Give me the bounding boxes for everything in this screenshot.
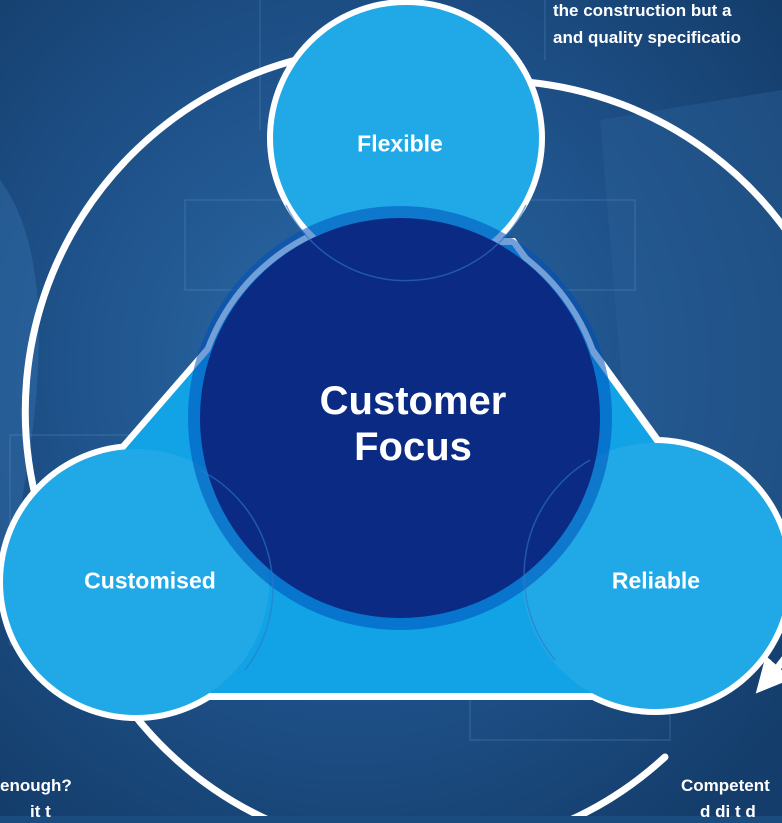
- overlap-edges: [199, 204, 591, 671]
- petal-label-customised: Customised: [84, 567, 216, 594]
- arrow-top-to-right: [522, 78, 782, 694]
- bg-text-bottom-left-2: it t: [30, 802, 51, 821]
- arrow-right-to-left: [102, 668, 669, 823]
- cycle-arrows: [21, 34, 782, 823]
- petal-label-reliable: Reliable: [611, 567, 701, 594]
- petal-top: [273, 5, 539, 271]
- bg-text-top-right-2: and quality specificatio: [553, 28, 741, 47]
- center-label: Customer Focus: [320, 378, 507, 470]
- arrow-left-to-top: [21, 34, 366, 536]
- petal-label-flexible: Flexible: [357, 130, 443, 157]
- petal-left-highlight: [3, 449, 269, 715]
- bg-text-bottom-left-1: enough?: [0, 776, 72, 795]
- petal-top-highlight: [273, 5, 539, 271]
- bg-text-bottom-right-1: Competent: [681, 776, 770, 795]
- center-circle: [200, 218, 600, 618]
- bg-text-bottom-right-2: d di t d: [700, 802, 756, 821]
- bg-text-top-right-1: the construction but a: [553, 1, 732, 20]
- center-label-line1: Customer: [319, 379, 507, 423]
- background-shape: [0, 180, 39, 560]
- center-label-line2: Focus: [354, 425, 472, 469]
